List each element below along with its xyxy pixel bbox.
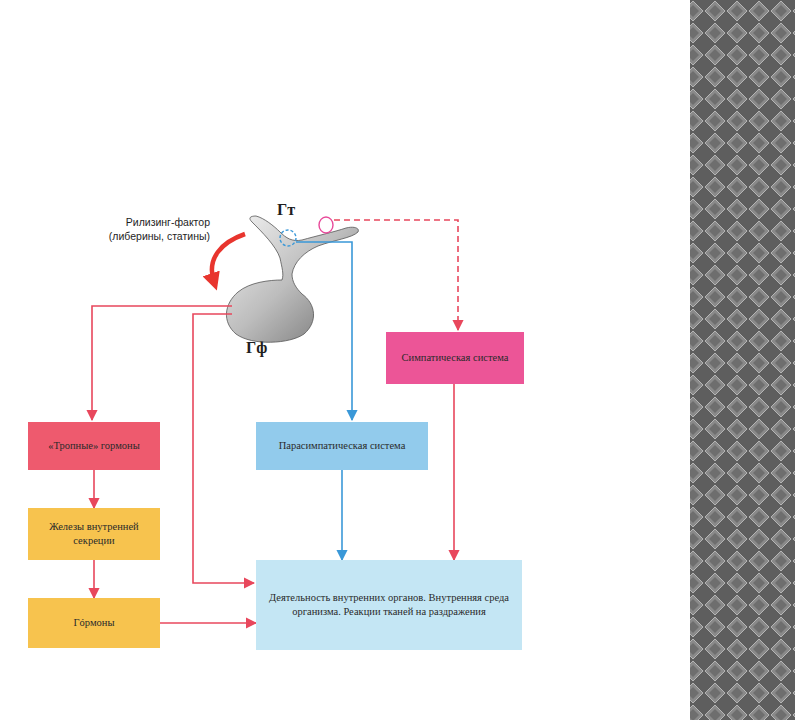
part-label: Гт <box>277 200 317 221</box>
box-text: Симпатическая система <box>402 351 509 365</box>
part-label: Гф <box>246 338 286 359</box>
connector-arrow <box>453 384 455 560</box>
connector-arrow <box>93 470 95 508</box>
system-box: Симпатическая система <box>386 332 524 384</box>
hypothalamus-pituitary <box>226 216 358 342</box>
nucleus <box>319 217 333 233</box>
gland-box: Железы внутренней секреции <box>28 508 160 560</box>
box-text: Парасимпатическая система <box>279 439 406 453</box>
target-box: Деятельность внутренних органов. Внутрен… <box>256 560 522 650</box>
hormone-line <box>92 306 232 420</box>
side-pattern <box>690 0 795 720</box>
box-text: Железы внутренней секреции <box>36 520 152 548</box>
nerve-line <box>296 242 352 420</box>
nucleus <box>280 230 296 246</box>
box-text: «Тропные» гормоны <box>48 439 140 453</box>
release-arrow <box>212 234 245 282</box>
system-box: Парасимпатическая система <box>256 422 428 470</box>
connector-arrow <box>160 622 256 624</box>
box-text: Гóрмоны <box>74 616 115 630</box>
annotation: Рилизинг-фактор (либерины, статины) <box>78 216 210 243</box>
hormone-box: Гóрмоны <box>28 598 160 648</box>
box-text: Деятельность внутренних органов. Внутрен… <box>264 591 514 619</box>
connector-arrow <box>341 470 343 560</box>
hormone-line <box>193 314 254 583</box>
nerve-line <box>334 220 458 330</box>
hormone-box: «Тропные» гормоны <box>28 422 160 470</box>
connector-arrow <box>93 560 95 598</box>
